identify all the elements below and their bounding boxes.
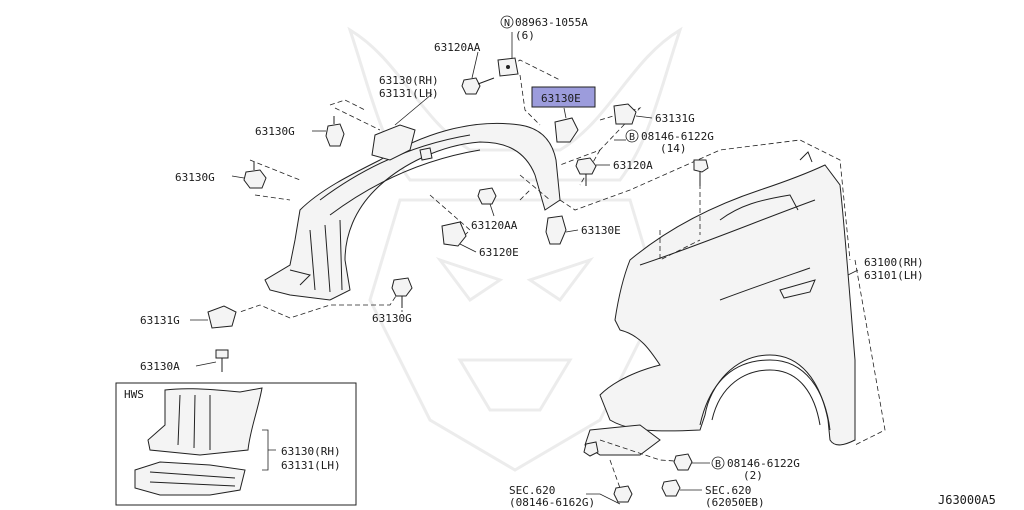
front-fender	[584, 151, 856, 456]
label-63130g-b: 63130G	[175, 171, 215, 184]
label-63131g-right: 63131G	[655, 112, 695, 125]
label-63130e-highlight: 63130E	[541, 92, 581, 105]
label-08146-6122g-top: 08146-6122G	[641, 130, 714, 143]
label-08963-qty: (6)	[515, 29, 535, 42]
label-sec620-a: SEC.620	[509, 484, 555, 497]
leader-lines	[190, 32, 859, 505]
b-mark-letter-bottom: B	[715, 459, 721, 470]
b-mark-symbol-top: B	[625, 129, 639, 143]
hws-label: HWS	[124, 388, 144, 401]
bolt-63120a	[575, 157, 597, 186]
hws-inset: HWS 63130(RH) 63131(LH)	[115, 382, 357, 506]
b-mark-letter-top: B	[629, 132, 635, 143]
label-63131g-left: 63131G	[140, 314, 180, 327]
bolt-sec620-b	[661, 479, 681, 497]
bolt-08146-top	[693, 159, 709, 186]
b-mark-symbol-bottom: B	[711, 456, 725, 470]
label-63131-lh-top: 63131(LH)	[379, 87, 439, 100]
label-63130-rh-hws: 63130(RH)	[281, 445, 341, 458]
label-63120e: 63120E	[479, 246, 519, 259]
bolt-08146-bottom	[673, 453, 693, 471]
part-labels: 08963-1055A (6) 63120AA 63130(RH) 63131(…	[140, 16, 996, 509]
label-63130-rh-top: 63130(RH)	[379, 74, 439, 87]
bolt-63120aa-mid	[477, 187, 497, 205]
bolt-sec620-a	[613, 485, 633, 503]
clip-63131g-right	[613, 103, 637, 125]
label-sec620-a-ref: (08146-6162G)	[509, 496, 595, 509]
label-08146-qty-top: (14)	[660, 142, 687, 155]
label-63120a: 63120A	[613, 159, 653, 172]
label-63130a: 63130A	[140, 360, 180, 373]
screw-63130a	[215, 349, 229, 372]
clip-63130e-top	[554, 117, 579, 143]
clip-63130g-b	[243, 162, 267, 189]
clip-63131g-left	[207, 305, 237, 329]
label-63100-rh: 63100(RH)	[864, 256, 924, 269]
n-mark-symbol: N	[500, 15, 514, 29]
retainer-63120e	[441, 221, 467, 247]
label-63130g-c: 63130G	[372, 312, 412, 325]
label-08963-1055a: 08963-1055A	[515, 16, 588, 29]
highlight-63130e-box	[531, 86, 596, 108]
label-sec620-b-ref: (62050EB)	[705, 496, 765, 509]
clip-63130g-c	[391, 277, 413, 308]
clip-63130g-a	[325, 116, 345, 147]
label-63130e: 63130E	[581, 224, 621, 237]
label-63130g-a: 63130G	[255, 125, 295, 138]
label-63120aa-mid: 63120AA	[471, 219, 518, 232]
label-63120aa-top: 63120AA	[434, 41, 481, 54]
label-08146-qty-bottom: (2)	[743, 469, 763, 482]
label-63131-lh-hws: 63131(LH)	[281, 459, 341, 472]
fender-protector	[264, 122, 561, 301]
clip-08963	[497, 57, 519, 77]
label-08146-6122g-bottom: 08146-6122G	[727, 457, 800, 470]
fasteners	[207, 57, 709, 503]
diagram-id: J63000A5	[938, 493, 996, 507]
label-sec620-b: SEC.620	[705, 484, 751, 497]
bolt-fender-bracket	[583, 441, 599, 457]
label-63101-lh: 63101(LH)	[864, 269, 924, 282]
clip-63130e-lower	[545, 215, 567, 245]
n-mark-letter: N	[504, 18, 510, 29]
bolt-63120aa-top	[461, 77, 495, 95]
